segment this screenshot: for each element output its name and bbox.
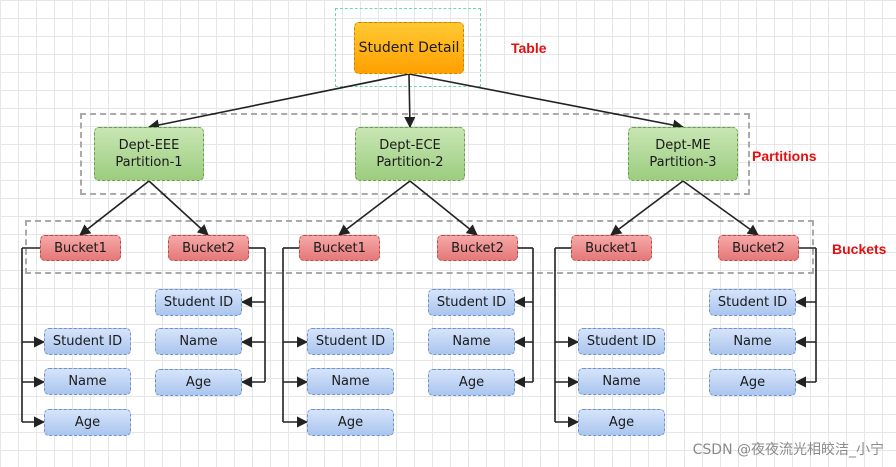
field-node: Student ID	[155, 289, 242, 316]
field-label: Student ID	[436, 295, 507, 310]
field-node: Name	[428, 328, 515, 355]
field-label: Student ID	[717, 295, 788, 310]
buckets-label: Buckets	[832, 241, 887, 257]
field-node: Age	[307, 409, 394, 436]
bucket-label: Bucket1	[313, 240, 366, 256]
field-node: Name	[44, 368, 131, 395]
field-label: Age	[458, 375, 485, 390]
partition-node: Dept-EEE Partition-1	[94, 127, 204, 181]
bucket-label: Bucket2	[451, 240, 504, 256]
bucket-node: Bucket2	[718, 235, 799, 261]
connector-arrow	[408, 73, 685, 131]
field-label: Student ID	[315, 334, 386, 349]
field-node: Name	[307, 368, 394, 395]
partition-node: Dept-ME Partition-3	[628, 127, 738, 181]
bucket-node: Bucket1	[40, 235, 121, 261]
connector-arrow	[610, 180, 684, 236]
connector-arrow	[148, 180, 209, 236]
partitions-group-box	[80, 113, 750, 195]
bucket-node: Bucket2	[437, 235, 518, 261]
connector-arrow	[404, 73, 416, 129]
field-node: Age	[428, 369, 515, 396]
field-label: Name	[733, 334, 772, 349]
field-node: Student ID	[307, 328, 394, 355]
field-label: Student ID	[52, 334, 123, 349]
partition-name: Dept-EEE	[118, 138, 180, 153]
field-label: Name	[602, 374, 641, 389]
field-label: Age	[185, 375, 212, 390]
field-node: Name	[709, 328, 796, 355]
partition-number: Partition-2	[376, 155, 444, 170]
field-label: Name	[68, 374, 107, 389]
bucket-label: Bucket1	[585, 240, 638, 256]
field-node: Age	[578, 409, 665, 436]
field-node: Name	[155, 328, 242, 355]
bucket-label: Bucket2	[732, 240, 785, 256]
field-node: Student ID	[578, 328, 665, 355]
field-label: Name	[179, 334, 218, 349]
table-node: Student Detail	[354, 22, 464, 74]
partition-name: Dept-ME	[655, 138, 711, 153]
bucket-node: Bucket1	[571, 235, 652, 261]
field-node: Student ID	[44, 328, 131, 355]
partition-name: Dept-ECE	[379, 138, 441, 153]
table-label: Table	[511, 40, 547, 56]
bucket-node: Bucket1	[299, 235, 380, 261]
bucket-label: Bucket1	[54, 240, 107, 256]
bucket-label: Bucket2	[182, 240, 235, 256]
watermark: CSDN @夜夜流光相皎洁_小宁	[692, 442, 884, 458]
field-label: Name	[331, 374, 370, 389]
connector-arrow	[79, 180, 150, 236]
bucket-node: Bucket2	[168, 235, 249, 261]
connector-arrow	[682, 180, 759, 236]
table-node-label: Student Detail	[358, 40, 460, 56]
field-label: Age	[74, 415, 101, 430]
field-node: Age	[709, 369, 796, 396]
field-label: Age	[337, 415, 364, 430]
field-node: Name	[578, 368, 665, 395]
field-label: Student ID	[586, 334, 657, 349]
partition-node: Dept-ECE Partition-2	[355, 127, 465, 181]
buckets-group-box	[25, 220, 814, 274]
field-label: Name	[452, 334, 491, 349]
field-node: Age	[155, 369, 242, 396]
field-label: Student ID	[163, 295, 234, 310]
connector-arrow	[409, 180, 478, 236]
connector-arrow	[147, 73, 410, 131]
partition-number: Partition-1	[115, 155, 183, 170]
partitions-label: Partitions	[752, 148, 817, 164]
field-label: Age	[608, 415, 635, 430]
field-node: Age	[44, 409, 131, 436]
field-label: Age	[739, 375, 766, 390]
field-node: Student ID	[428, 289, 515, 316]
table-selection-box	[335, 8, 481, 87]
partition-number: Partition-3	[649, 155, 717, 170]
connector-arrow	[338, 180, 411, 236]
field-node: Student ID	[709, 289, 796, 316]
